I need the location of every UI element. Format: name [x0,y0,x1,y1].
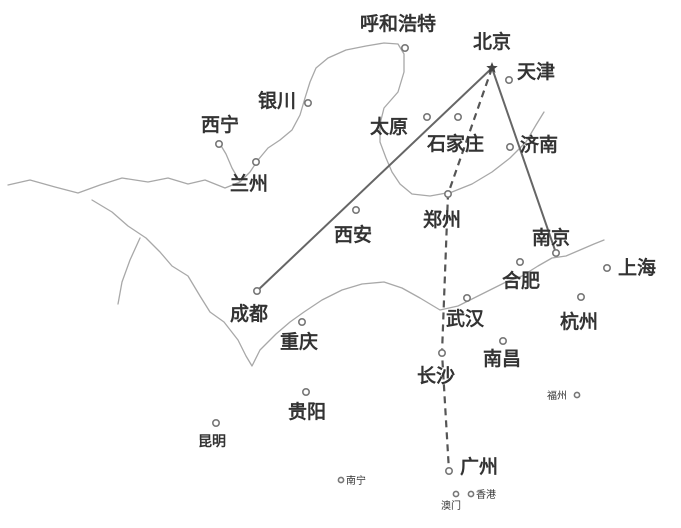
city-dot-icon [253,286,262,295]
city-dot-icon [462,293,471,302]
city-dot-icon [453,113,462,122]
city-lanzhou: 兰州 [230,158,268,195]
city-xining: 西宁 [201,113,239,149]
city-dot-icon [443,190,452,199]
city-dot-icon [551,249,560,258]
routes-layer [256,67,557,472]
city-kunming: 昆明 [198,418,226,450]
city-dot-icon [444,466,453,475]
city-taiyuan: 太原 [370,113,431,138]
city-chengdu: 成都 [230,286,268,325]
city-label: 上海 [618,256,656,279]
city-label: 成都 [230,302,268,325]
city-beijing: 北京 [473,30,511,73]
city-label: 福州 [547,389,567,402]
city-dot-icon [505,143,514,152]
city-label: 西宁 [201,113,239,136]
city-label: 济南 [520,133,558,156]
city-label: 天津 [517,60,555,83]
city-dot-icon [212,418,221,427]
city-tianjin: 天津 [504,60,555,85]
upper-tributary [117,237,141,305]
city-label: 广州 [460,455,498,478]
route-beijing-nanjing [491,67,557,254]
city-dot-icon [573,391,581,399]
city-changsha: 长沙 [417,348,455,387]
city-nanning: 南宁 [337,474,366,487]
city-hangzhou: 杭州 [560,292,598,333]
city-label: 南宁 [346,474,366,487]
city-chongqing: 重庆 [280,317,318,353]
route-beijing-guangzhou [440,67,494,472]
city-label: 北京 [473,30,511,53]
city-dot-icon [351,206,360,215]
city-dot-icon [576,292,585,301]
city-nanjing: 南京 [532,226,570,258]
city-dot-icon [422,113,431,122]
city-label: 石家庄 [426,132,484,155]
city-dot-icon [215,140,224,149]
city-dot-icon [337,476,345,484]
city-label: 澳门 [441,499,461,512]
city-macau: 澳门 [441,490,461,512]
city-dot-icon [498,336,507,345]
city-label: 呼和浩特 [360,12,436,35]
city-label: 南昌 [483,348,521,370]
city-dot-icon [400,43,409,52]
city-shijiazhuang: 石家庄 [426,113,484,155]
city-dot-icon [303,99,312,108]
city-dot-icon [515,257,524,266]
route-beijing-chengdu [256,67,493,292]
star-icon [486,62,498,73]
city-fuzhou: 福州 [547,389,581,402]
city-guiyang: 贵阳 [288,387,326,423]
city-label: 重庆 [280,330,318,353]
city-label: 长沙 [417,365,455,387]
city-zhengzhou: 郑州 [423,190,461,231]
city-hohhot: 呼和浩特 [360,12,436,52]
city-dot-icon [301,387,310,396]
city-label: 郑州 [423,209,461,231]
city-wuhan: 武汉 [446,293,485,330]
city-shanghai: 上海 [602,256,656,279]
city-label: 贵阳 [288,401,326,423]
city-yinchuan: 银川 [258,89,312,112]
city-label: 合肥 [502,269,540,292]
northwest-branch [219,143,241,183]
city-xian: 西安 [334,206,372,246]
city-dot-icon [452,490,460,498]
city-label: 南京 [532,226,570,249]
city-label: 银川 [258,89,296,112]
city-dot-icon [504,76,513,85]
city-dot-icon [467,490,475,498]
yangtze-river [91,199,605,367]
city-label: 昆明 [198,434,226,450]
city-dot-icon [602,263,611,272]
yellow-river [7,42,545,197]
city-label: 西安 [334,223,372,246]
city-hongkong: 香港 [467,489,496,501]
city-dot-icon [437,348,446,357]
city-guangzhou: 广州 [444,455,498,478]
city-dot-icon [297,317,306,326]
city-label: 杭州 [560,310,598,333]
city-label: 兰州 [230,172,268,195]
city-hefei: 合肥 [502,257,540,292]
city-label: 武汉 [446,308,485,330]
city-dot-icon [252,158,261,167]
city-label: 太原 [370,115,408,138]
city-label: 香港 [476,489,496,501]
city-jinan: 济南 [505,133,558,156]
city-nanchang: 南昌 [483,336,521,370]
